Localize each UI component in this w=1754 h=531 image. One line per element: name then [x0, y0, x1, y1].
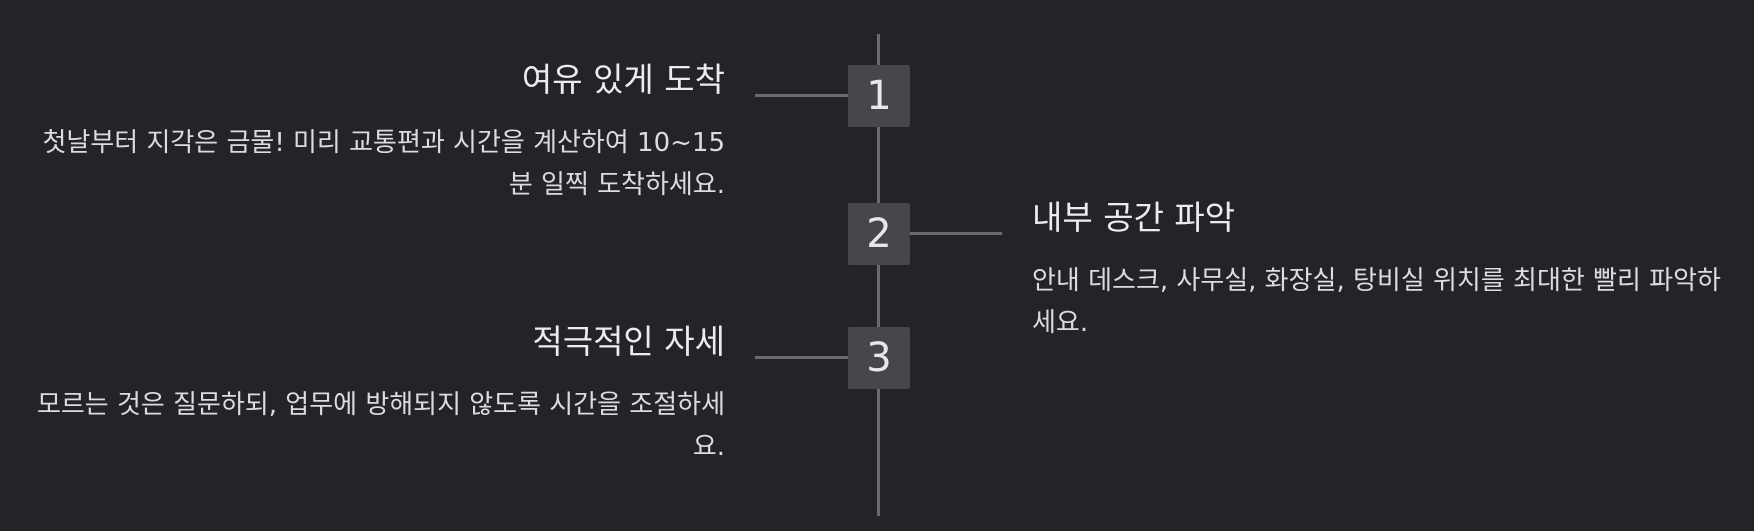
step-2-marker: 2 — [848, 203, 910, 265]
step-1-connector — [755, 94, 849, 97]
step-3-connector — [755, 356, 849, 359]
step-3-description: 모르는 것은 질문하되, 업무에 방해되지 않도록 시간을 조절하세요. — [36, 390, 725, 462]
step-2-description: 안내 데스크, 사무실, 화장실, 탕비실 위치를 최대한 빨리 파악하세요. — [1032, 266, 1721, 338]
step-1-marker: 1 — [848, 65, 910, 127]
step-2-title: 내부 공간 파악 — [1032, 198, 1236, 237]
step-2-connector — [908, 232, 1002, 235]
step-1-description: 첫날부터 지각은 금물! 미리 교통편과 시간을 계산하여 10~15분 일찍 … — [42, 128, 725, 200]
step-2-entry: 내부 공간 파악 안내 데스크, 사무실, 화장실, 탕비실 위치를 최대한 빨… — [1032, 198, 1732, 344]
step-1-title: 여유 있게 도착 — [521, 60, 725, 99]
timeline-axis — [877, 34, 880, 516]
step-3-marker: 3 — [848, 327, 910, 389]
step-3-title: 적극적인 자세 — [532, 322, 725, 361]
step-3-entry: 적극적인 자세 모르는 것은 질문하되, 업무에 방해되지 않도록 시간을 조절… — [25, 322, 725, 468]
step-1-entry: 여유 있게 도착 첫날부터 지각은 금물! 미리 교통편과 시간을 계산하여 1… — [25, 60, 725, 206]
